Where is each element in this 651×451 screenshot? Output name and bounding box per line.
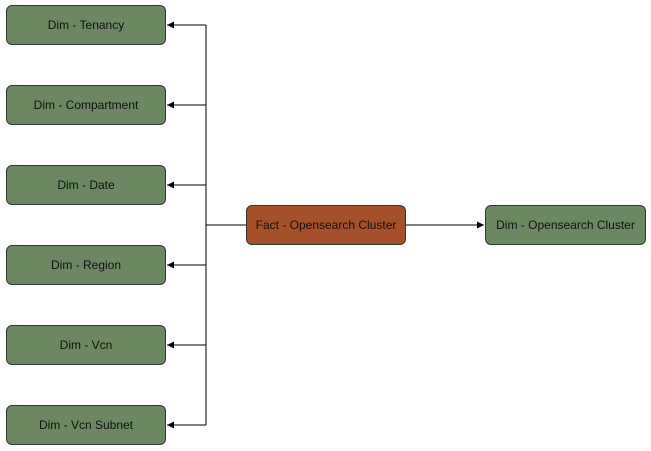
node-label: Dim - Opensearch Cluster — [496, 218, 635, 232]
node-dim-vcn: Dim - Vcn — [6, 325, 166, 365]
node-label: Dim - Region — [50, 258, 122, 272]
node-dim-tenancy: Dim - Tenancy — [6, 5, 166, 45]
node-label: Fact - Opensearch Cluster — [255, 218, 397, 232]
node-dim-date: Dim - Date — [6, 165, 166, 205]
node-label: Dim - Date — [57, 178, 115, 192]
node-dim-vcn-subnet: Dim - Vcn Subnet — [6, 405, 166, 445]
node-fact-opensearch-cluster: Fact - Opensearch Cluster — [246, 205, 406, 245]
node-dim-region: Dim - Region — [6, 245, 166, 285]
node-label: Dim - Vcn — [59, 338, 113, 352]
node-label: Dim - Tenancy — [47, 18, 125, 32]
node-label: Dim - Compartment — [33, 98, 139, 112]
node-dim-compartment: Dim - Compartment — [6, 85, 166, 125]
node-dim-opensearch-cluster: Dim - Opensearch Cluster — [485, 205, 646, 245]
node-label: Dim - Vcn Subnet — [38, 418, 134, 432]
